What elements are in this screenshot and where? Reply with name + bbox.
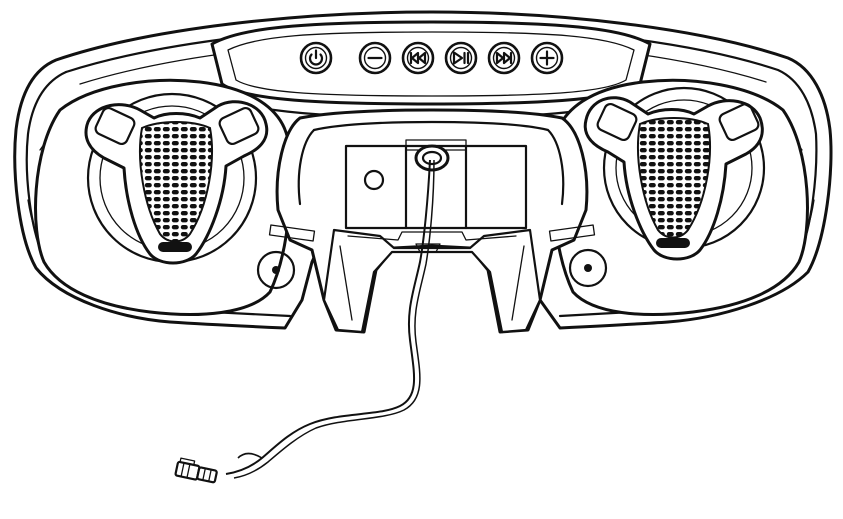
right-mount-screw	[584, 264, 592, 272]
button-next-track[interactable]	[487, 41, 521, 75]
cable-grommet	[414, 144, 450, 172]
connector-rib-3	[202, 467, 206, 481]
harness-cable-b	[233, 159, 435, 479]
button-volume-up[interactable]	[530, 41, 564, 75]
right-speaker	[550, 78, 809, 316]
power-icon	[308, 49, 324, 66]
skip-back-icon	[409, 51, 427, 65]
left-speaker-slot	[158, 242, 192, 252]
button-play-pause[interactable]	[444, 41, 478, 75]
right-bracket-pad-right	[718, 103, 760, 141]
connector-latch	[179, 457, 196, 466]
left-speaker-grille	[139, 121, 213, 243]
harness-clip	[415, 243, 441, 253]
harness-branch	[237, 452, 263, 459]
right-bracket-pad-left	[596, 103, 638, 141]
left-bracket-pad-left	[94, 107, 136, 145]
skip-forward-icon	[495, 51, 513, 65]
center-bracket-shelf	[347, 231, 517, 241]
connector-rib-2	[186, 463, 191, 479]
right-side-slot	[548, 224, 596, 242]
plus-icon	[539, 50, 555, 66]
play-pause-icon	[452, 51, 470, 65]
center-tunnel-inner-left	[297, 128, 316, 206]
connector-body-b	[196, 466, 218, 484]
center-tunnel-inner	[312, 120, 565, 206]
button-previous-track[interactable]	[401, 41, 435, 75]
cable-grommet-inner	[421, 150, 443, 166]
center-lower-bracket	[322, 228, 542, 334]
harness-connector	[174, 457, 218, 484]
button-volume-down[interactable]	[358, 41, 392, 75]
left-bracket-pad-right	[218, 107, 260, 145]
left-speaker	[34, 78, 296, 316]
button-power[interactable]	[299, 41, 333, 75]
left-mount-boss	[256, 250, 296, 290]
control-panel-inner	[227, 31, 635, 97]
left-side-slot	[268, 224, 316, 242]
connector-rib-4	[208, 468, 212, 483]
center-plate-hole	[363, 169, 385, 191]
right-speaker-grille	[637, 117, 711, 239]
left-mount-screw	[272, 266, 280, 274]
right-speaker-slot	[656, 238, 690, 248]
wire-harness	[225, 159, 441, 479]
center-bracket	[268, 108, 596, 334]
harness-cable-a	[225, 159, 431, 475]
connector-rib-1	[180, 462, 185, 478]
right-mount-boss	[568, 248, 608, 288]
center-bracket-rib-left	[339, 245, 353, 321]
center-bracket-rib-right	[511, 245, 525, 321]
